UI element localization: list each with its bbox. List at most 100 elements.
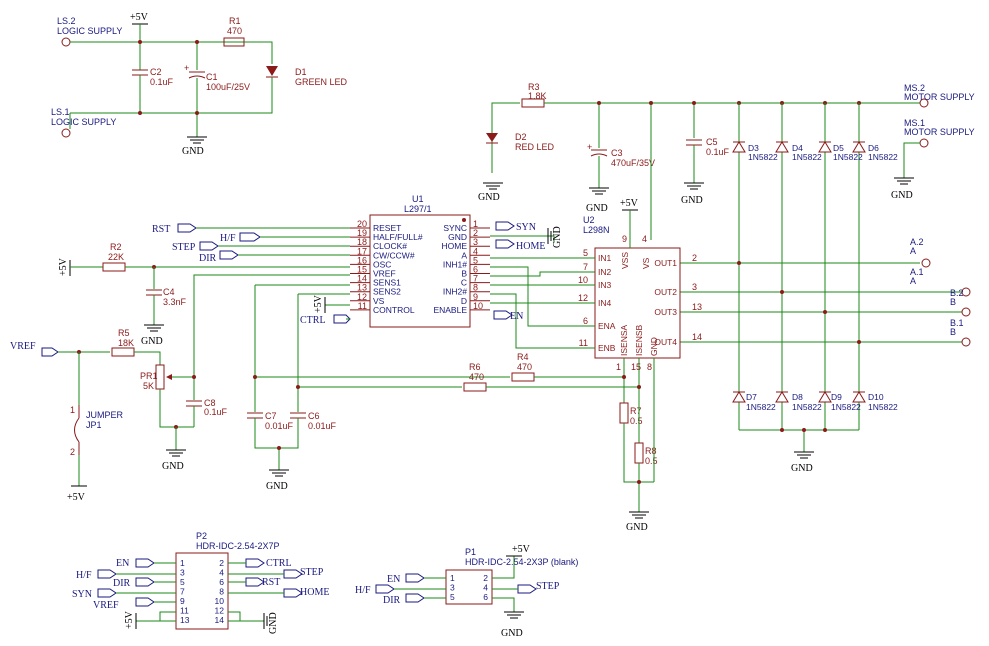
svg-text:GND: GND [141,336,163,347]
svg-text:GND: GND [891,190,913,201]
svg-text:JP1: JP1 [86,420,102,430]
svg-text:A: A [910,246,916,256]
u1-pin-label: INH2# [443,287,467,297]
p1-pin-number: 1 [450,573,455,583]
p1-pin-number: 4 [483,583,488,593]
svg-text:CTRL: CTRL [266,558,292,569]
svg-text:+5V: +5V [620,198,639,209]
u2-pin-label: ENA [598,321,616,331]
svg-text:5K: 5K [143,381,154,391]
svg-text:SYN: SYN [72,589,92,600]
u2-pin-label: ISENSB [634,324,644,356]
u1-pin-label: SENS1 [373,278,401,288]
u2-pin-label: IN1 [598,253,612,263]
u1-pin-label: VS [373,296,385,306]
svg-text:GND: GND [791,463,813,474]
svg-text:C1: C1 [206,72,218,82]
p2-pin-number: 5 [180,577,185,587]
u1-pin-number: 20 [357,219,367,229]
u1-u2-interconnect: GND [490,226,595,349]
svg-text:+: + [184,63,189,73]
u1-pin-number: 7 [473,274,478,284]
svg-text:C7: C7 [265,411,277,421]
svg-text:DIR: DIR [383,595,401,606]
u2-pin-label: ENB [598,343,616,353]
svg-text:D3: D3 [748,143,759,153]
svg-text:1N5822: 1N5822 [833,152,863,162]
svg-text:1N5822: 1N5822 [868,152,898,162]
svg-text:1N5822: 1N5822 [746,402,776,412]
u1-pin-number: 16 [357,255,367,265]
svg-text:LOGIC SUPPLY: LOGIC SUPPLY [51,117,116,127]
svg-text:D10: D10 [868,392,884,402]
svg-text:MS.2: MS.2 [904,83,925,93]
svg-text:A: A [910,276,916,286]
net-step: STEP [172,242,196,253]
svg-text:HOME: HOME [300,587,329,598]
svg-text:14: 14 [692,332,702,342]
svg-text:R4: R4 [517,352,529,362]
svg-text:A.1: A.1 [910,267,924,277]
svg-text:0.1uF: 0.1uF [204,407,228,417]
svg-text:B.1: B.1 [950,318,964,328]
svg-text:GND: GND [586,203,608,214]
net-home: HOME [516,241,545,252]
u2-pin-label: IN3 [598,280,612,290]
p2-pin-number: 6 [219,577,224,587]
u1-pin-number: 5 [473,255,478,265]
p2-pin-number: 12 [215,606,225,616]
svg-text:GND: GND [626,522,648,533]
net-ctrl: CTRL [300,315,326,326]
p1-pin-number: 6 [483,592,488,602]
u1-pin-number: 3 [473,237,478,247]
svg-text:D7: D7 [746,392,757,402]
u1-pin-label: CW/CCW# [373,250,415,260]
svg-text:GND: GND [182,146,204,157]
svg-text:B: B [950,327,956,337]
svg-text:470uF/35V: 470uF/35V [611,158,655,168]
svg-text:+5V: +5V [67,492,86,503]
p2-pin-number: 3 [180,568,185,578]
logic-supply-section: LS.2 LOGIC SUPPLY LS.1 LOGIC SUPPLY +5V … [51,12,348,157]
svg-text:EN: EN [387,574,400,585]
svg-text:0.5: 0.5 [630,416,643,426]
svg-text:STEP: STEP [536,581,560,592]
svg-text:RED LED: RED LED [515,142,555,152]
svg-text:GND: GND [501,628,523,639]
u1-pin-label: GND [448,232,467,242]
p2-pin-number: 2 [219,558,224,568]
svg-text:+5V: +5V [512,544,531,555]
svg-text:P1: P1 [465,547,476,557]
svg-text:GND: GND [162,461,184,472]
svg-text:R3: R3 [528,82,540,92]
u2-pin-label: OUT2 [654,287,677,297]
svg-text:B.2: B.2 [950,288,964,298]
p2-pin-number: 8 [219,587,224,597]
svg-text:1N5822: 1N5822 [831,402,861,412]
svg-text:H/F: H/F [355,585,371,596]
svg-text:R8: R8 [645,446,657,456]
svg-text:JUMPER: JUMPER [86,410,124,420]
svg-text:GREEN LED: GREEN LED [295,77,348,87]
svg-text:15: 15 [631,362,641,372]
svg-text:3: 3 [692,282,697,292]
net-hf: H/F [220,233,236,244]
svg-text:22K: 22K [108,252,124,262]
u2-pin-label: VS [641,257,651,269]
svg-text:3.3nF: 3.3nF [163,297,187,307]
svg-text:R6: R6 [469,362,481,372]
svg-text:MOTOR SUPPLY: MOTOR SUPPLY [904,127,975,137]
svg-text:LS.1: LS.1 [51,107,70,117]
svg-text:U2: U2 [583,215,595,225]
u2-pin-label: IN4 [598,298,612,308]
svg-text:470: 470 [469,372,484,382]
svg-text:13: 13 [692,302,702,312]
svg-text:D9: D9 [831,392,842,402]
svg-text:+5V: +5V [58,257,69,276]
svg-text:DIR: DIR [113,578,131,589]
svg-text:MOTOR SUPPLY: MOTOR SUPPLY [904,92,975,102]
